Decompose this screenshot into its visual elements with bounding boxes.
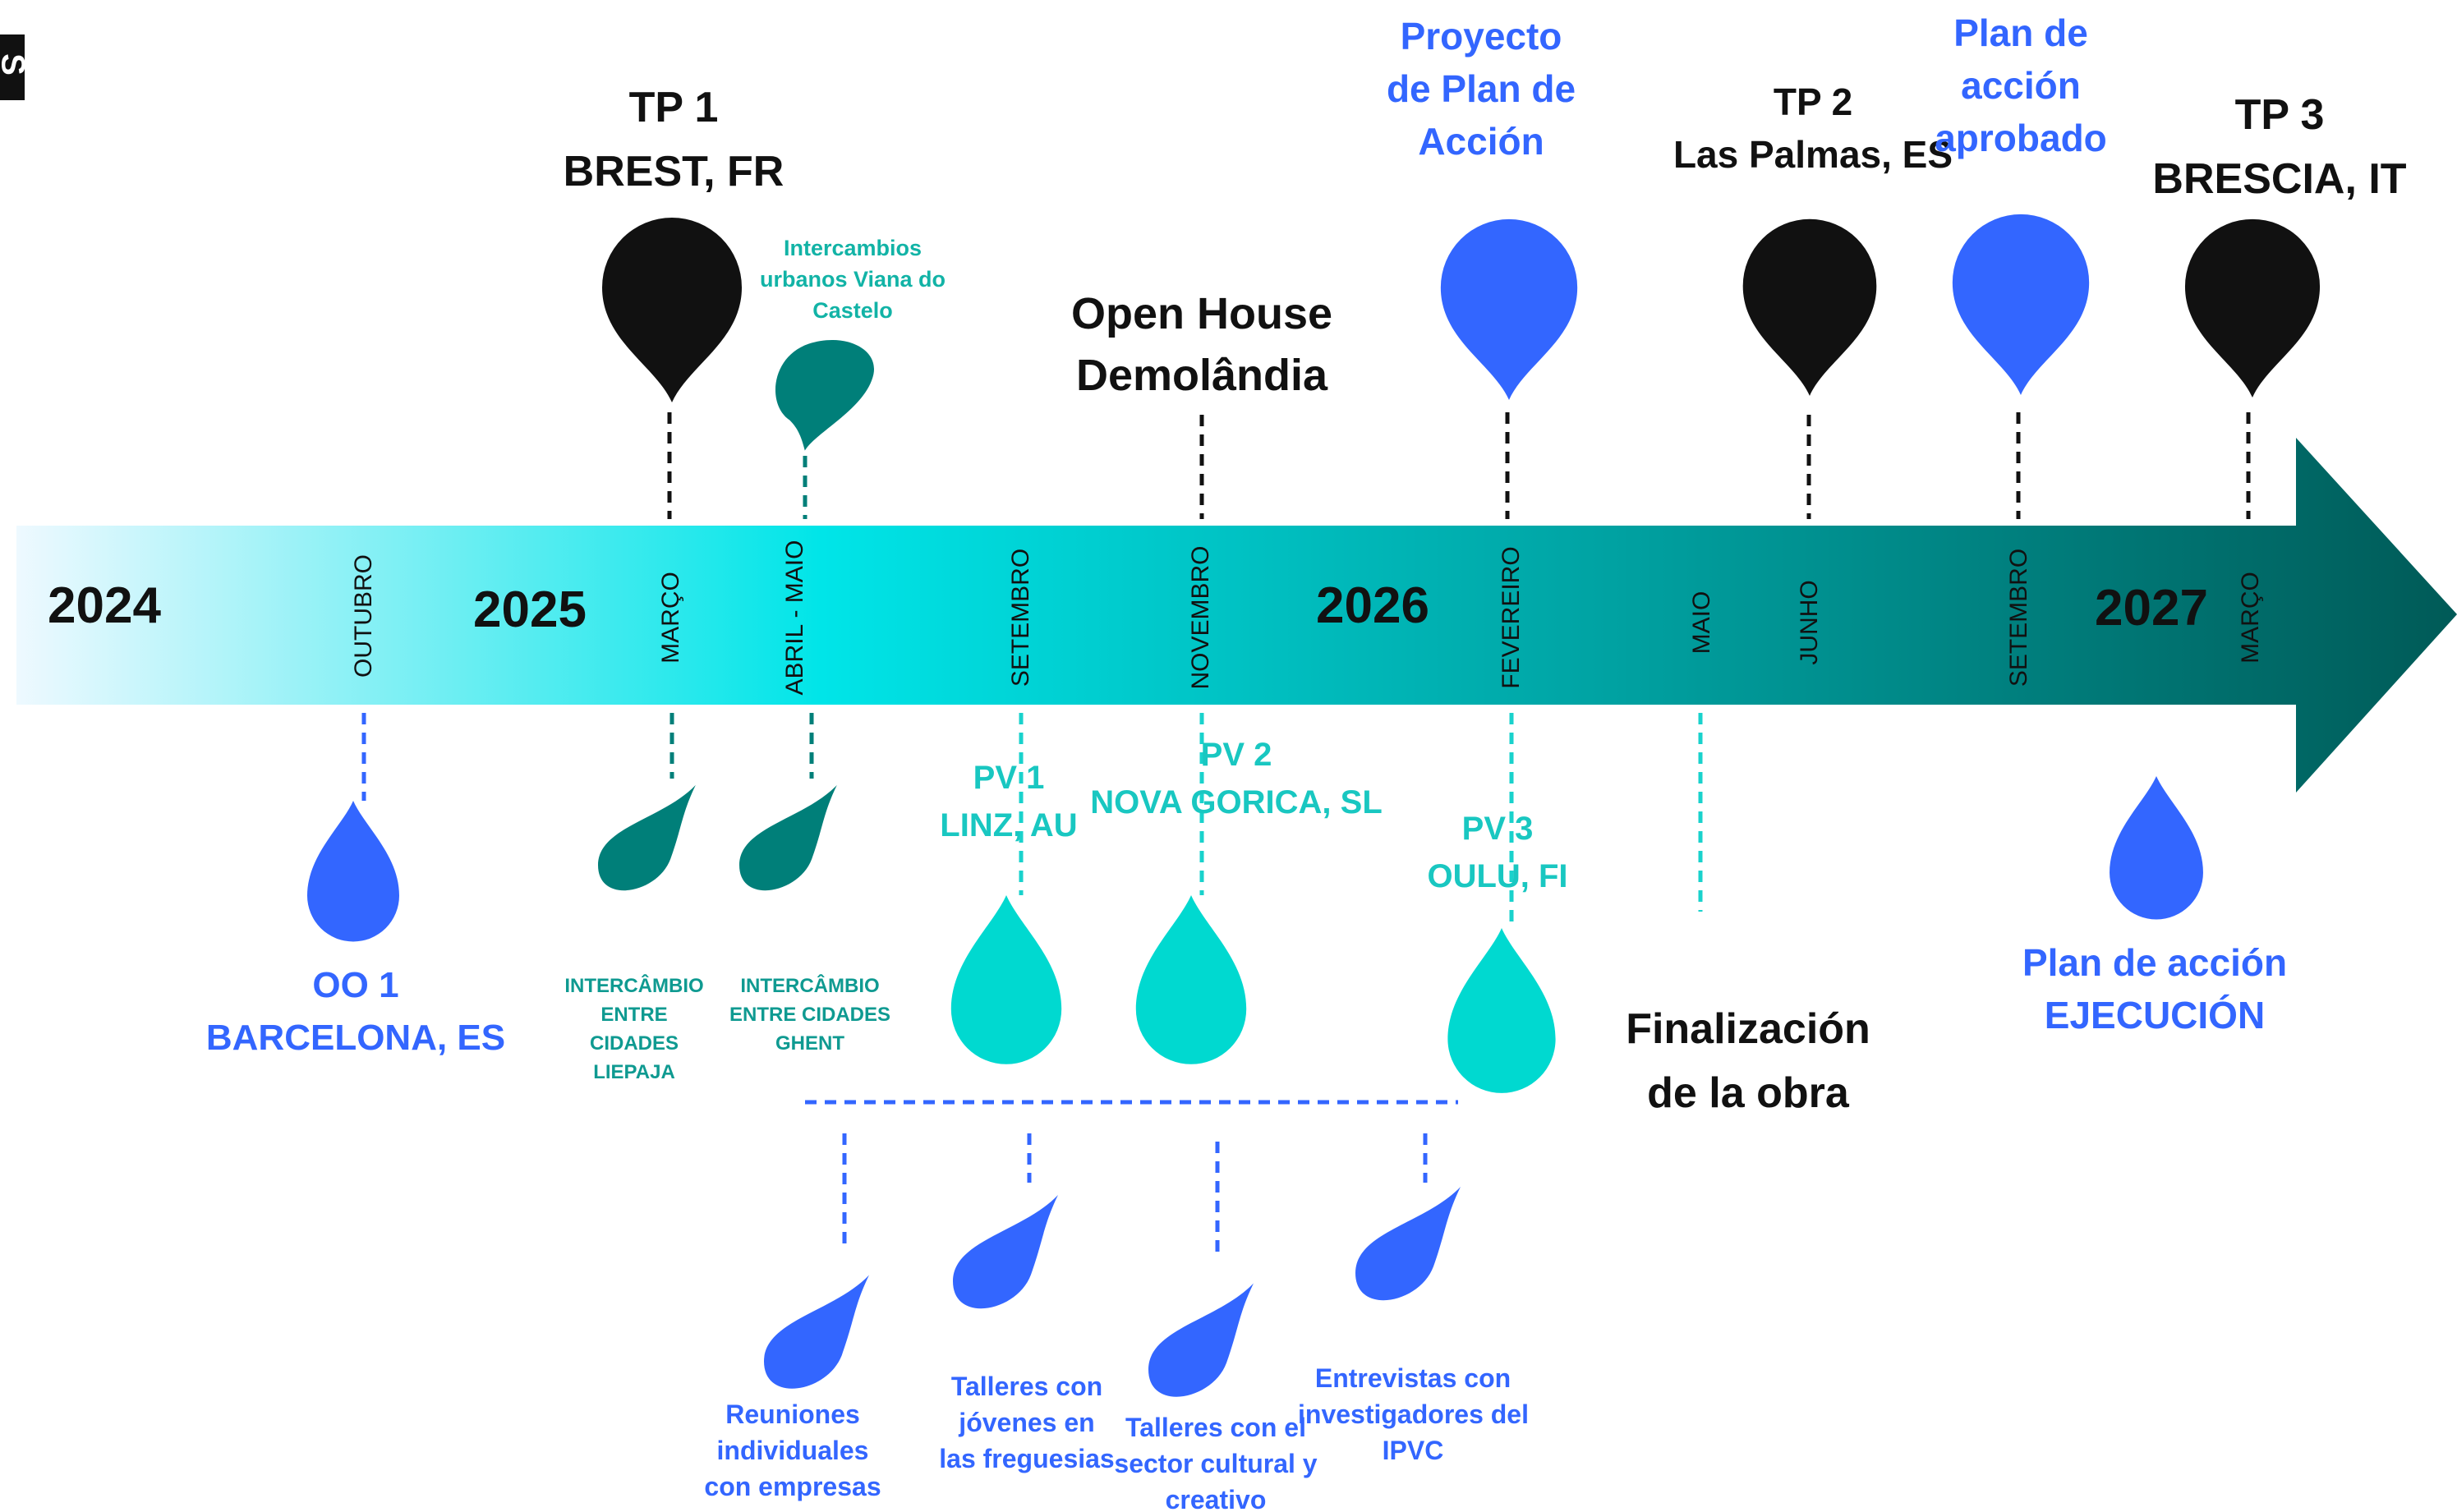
oo1-drop-icon <box>307 801 399 942</box>
pv3-drop-icon <box>1447 928 1556 1093</box>
month-fevereiro: FEVEREIRO <box>1498 546 1525 689</box>
reuniones-leaf-icon <box>764 1275 869 1389</box>
year-2025: 2025 <box>473 581 587 638</box>
pv2-drop-icon <box>1135 895 1247 1064</box>
talleres-cultural-leaf-icon <box>1148 1283 1254 1397</box>
month-novembro: NOVEMBRO <box>1187 545 1214 690</box>
month-abril-maio: ABRIL - MAIO <box>781 540 808 696</box>
ejecucion-drop-icon <box>2110 776 2203 920</box>
tp2-pin-icon <box>1742 218 1877 396</box>
year-2027: 2027 <box>2095 580 2208 637</box>
month-marco-2027: MARÇO <box>2237 572 2264 664</box>
proyecto-pin-icon <box>1440 218 1578 400</box>
ghent-leaf-icon <box>739 784 837 891</box>
liepaja-leaf-icon <box>598 784 696 891</box>
aprobado-pin-icon <box>1952 214 2090 395</box>
year-2024: 2024 <box>48 577 161 634</box>
pv1-drop-icon <box>950 895 1062 1064</box>
month-junho: JUNHO <box>1796 580 1823 665</box>
timeline-arrow <box>16 438 2457 793</box>
corner-logo-glyph: S <box>0 53 31 77</box>
month-setembro-2025: SETEMBRO <box>1007 548 1034 687</box>
year-2026: 2026 <box>1316 577 1429 634</box>
month-marco-2025: MARÇO <box>657 572 684 664</box>
month-setembro-2026: SETEMBRO <box>2005 548 2032 687</box>
entrevistas-leaf-icon <box>1355 1187 1461 1301</box>
tp3-pin-icon <box>2184 218 2321 398</box>
talleres-jovenes-leaf-icon <box>953 1195 1058 1309</box>
viana-leaf-icon <box>775 339 875 451</box>
month-maio: MAIO <box>1688 591 1715 655</box>
tp1-pin-icon <box>602 218 742 402</box>
corner-logo-block <box>0 34 25 100</box>
month-outubro: OUTUBRO <box>350 554 377 678</box>
